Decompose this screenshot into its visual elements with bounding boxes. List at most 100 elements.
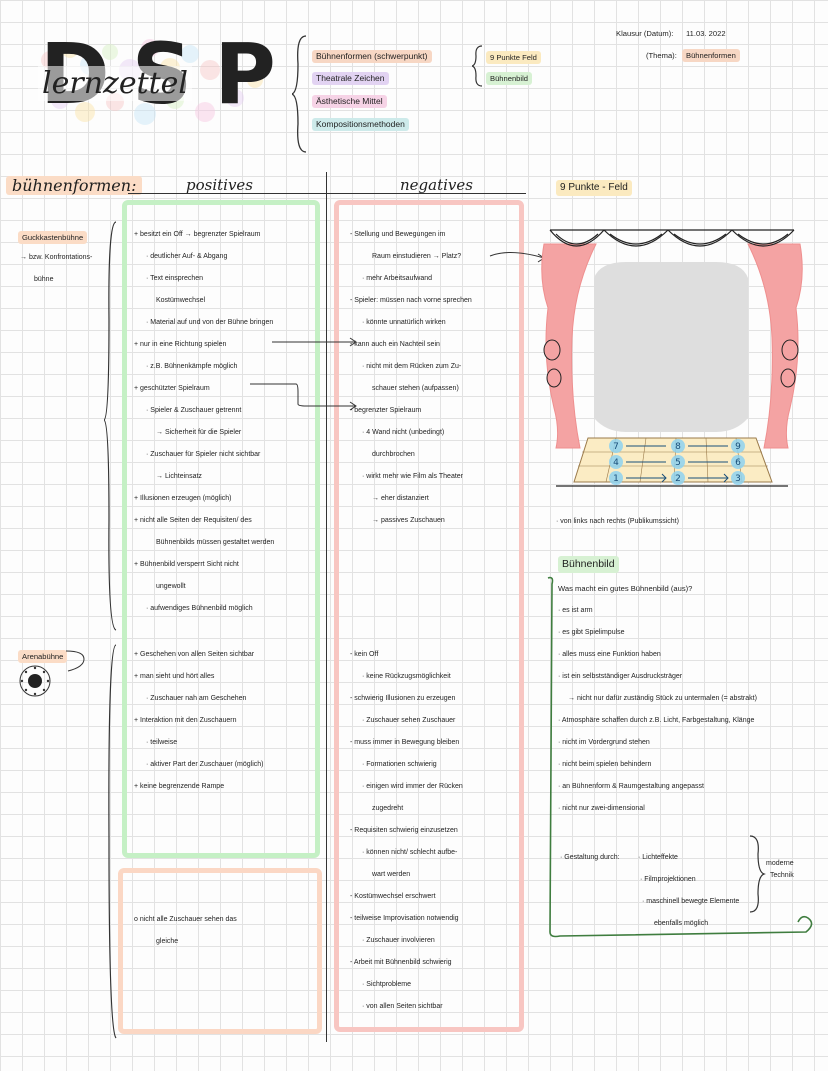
- list-item: · ist ein selbstständiger Ausdrucksträge…: [558, 673, 683, 680]
- left-brackets: [104, 221, 117, 1039]
- connector-arrows: [250, 337, 357, 411]
- list-item: · Formationen schwierig: [362, 761, 437, 768]
- list-item: · mehr Arbeitsaufwand: [362, 275, 433, 282]
- nine-field-caption: · von links nach rechts (Publikumssicht): [556, 518, 679, 525]
- list-item: · Atmosphäre schaffen durch z.B. Licht, …: [558, 717, 755, 724]
- klausur-date: 11.03. 2022: [686, 29, 726, 38]
- list-item: + Bühnenbild versperrt Sicht nicht: [134, 561, 239, 568]
- gestaltung-item: · Filmprojektionen: [640, 876, 696, 883]
- list-item: · nicht mit dem Rücken zum Zu-: [362, 363, 462, 370]
- list-item: · könnte unnatürlich wirken: [362, 319, 446, 326]
- list-item: + nicht alle Seiten der Requisiten/ des: [134, 517, 252, 524]
- guckkasten-alt-2: bühne: [34, 276, 54, 283]
- gestaltung-item: · maschinell bewegte Elemente: [642, 898, 740, 905]
- gestaltung-item: ebenfalls möglich: [654, 920, 709, 927]
- list-item: - Spieler: müssen nach vorne sprechen: [350, 297, 472, 304]
- list-item: - Kostümwechsel erschwert: [350, 893, 436, 900]
- list-item: Kostümwechsel: [156, 297, 206, 304]
- neutral-box: [118, 868, 322, 1034]
- list-item: · wirkt mehr wie Film als Theater: [362, 473, 464, 480]
- list-item: · nicht im Vordergrund stehen: [558, 739, 650, 746]
- nine-field-number: 1: [613, 474, 619, 484]
- list-item: · Zuschauer für Spieler nicht sichtbar: [146, 451, 261, 458]
- thema-value: Bühnenformen: [682, 49, 740, 62]
- list-item: + keine begrenzende Rampe: [134, 783, 225, 790]
- list-item: - Arbeit mit Bühnenbild schwierig: [350, 959, 452, 966]
- list-item: - Requisiten schwierig einzusetzen: [350, 827, 458, 834]
- list-item: · Spieler & Zuschauer getrennt: [146, 407, 242, 414]
- list-item: + man sieht und hört alles: [134, 673, 215, 680]
- list-item: zugedreht: [372, 805, 404, 812]
- list-item: · nicht nur zwei-dimensional: [558, 805, 645, 812]
- list-item: → eher distanziert: [372, 495, 429, 502]
- list-item: · Zuschauer sehen Zuschauer: [362, 717, 456, 724]
- nine-field-number: 3: [735, 474, 741, 484]
- list-item: - teilweise Improvisation notwendig: [350, 915, 459, 922]
- list-item: ungewollt: [156, 583, 186, 590]
- buehnenbild-frame: [547, 576, 813, 938]
- nine-field-number: 6: [735, 458, 741, 468]
- list-item: · nicht beim spielen behindern: [558, 761, 652, 768]
- list-item: + nur in eine Richtung spielen: [134, 341, 227, 348]
- list-item: - begrenzter Spielraum: [350, 407, 422, 414]
- list-item: + Illusionen erzeugen (möglich): [134, 495, 232, 502]
- list-item: · es gibt Spielimpulse: [558, 629, 625, 636]
- nine-field-title: 9 Punkte - Feld: [556, 180, 632, 196]
- list-item: · deutlicher Auf- & Abgang: [146, 253, 228, 260]
- klausur-label: Klausur (Datum):: [616, 29, 674, 38]
- list-item: + Geschehen von allen Seiten sichtbar: [134, 651, 255, 658]
- list-item: · Sichtprobleme: [362, 981, 412, 988]
- section-title: bühnenformen:: [6, 176, 143, 195]
- topic-theatrale-zeichen: Theatrale Zeichen: [312, 72, 389, 85]
- list-item: - Stellung und Bewegungen im: [350, 231, 446, 238]
- list-item: · aktiver Part der Zuschauer (möglich): [146, 761, 264, 768]
- gestaltung-item: · Lichteffekte: [638, 854, 678, 861]
- moderne-technik-2: Technik: [770, 872, 794, 879]
- list-item: gleiche: [156, 938, 179, 945]
- guckkasten-alt-1: → bzw. Konfrontations-: [20, 254, 93, 261]
- list-item: + besitzt ein Off → begrenzter Spielraum: [134, 231, 261, 238]
- list-item: · alles muss eine Funktion haben: [558, 651, 661, 658]
- positives-box: [122, 200, 320, 858]
- list-item: · von allen Seiten sichtbar: [362, 1003, 443, 1010]
- list-item: · keine Rückzugsmöglichkeit: [362, 673, 451, 680]
- list-item: - kann auch ein Nachteil sein: [350, 341, 440, 348]
- gestaltung-brace: [749, 835, 766, 913]
- list-item: · Text einsprechen: [146, 275, 204, 282]
- list-item: + geschützter Spielraum: [134, 385, 210, 392]
- arena-stage-icon: [19, 665, 51, 697]
- list-item: · Zuschauer involvieren: [362, 937, 435, 944]
- nine-field-number: 9: [735, 442, 741, 452]
- moderne-technik-1: moderne: [766, 860, 794, 867]
- buehnenbild-title: Bühnenbild: [558, 556, 619, 573]
- list-item: - kein Off: [350, 651, 379, 658]
- list-item: · an Bühnenform & Raumgestaltung angepas…: [558, 783, 704, 790]
- list-item: · Material auf und von der Bühne bringen: [146, 319, 274, 326]
- arena-arrow: [65, 650, 85, 672]
- nine-field-number: 2: [675, 474, 681, 484]
- topic-buehnenformen: Bühnenformen (schwerpunkt): [312, 50, 432, 63]
- list-item: durchbrochen: [372, 451, 415, 458]
- thema-label: (Thema):: [646, 51, 677, 60]
- list-item: wart werden: [372, 871, 411, 878]
- subtopic-brace: [472, 45, 483, 87]
- heading-rule: [128, 193, 526, 194]
- list-item: · z.B. Bühnenkämpfe möglich: [146, 363, 238, 370]
- nine-field-number: 4: [613, 458, 619, 468]
- subtopic-9-punkte-feld: 9 Punkte Feld: [486, 51, 541, 64]
- nine-field-number: 8: [675, 442, 681, 452]
- topic-aesthetische-mittel: Ästhetische Mittel: [312, 95, 387, 108]
- logo: DSP lernzettel: [30, 25, 276, 130]
- list-item: - schwierig Illusionen zu erzeugen: [350, 695, 456, 702]
- list-item: · 4 Wand nicht (unbedingt): [362, 429, 445, 436]
- gestaltung-label: · Gestaltung durch:: [560, 854, 620, 861]
- logo-script: lernzettel: [38, 66, 193, 101]
- list-item: → passives Zuschauen: [372, 517, 445, 524]
- list-item: · aufwendiges Bühnenbild möglich: [146, 605, 253, 612]
- list-item: - muss immer in Bewegung bleiben: [350, 739, 460, 746]
- topic-kompositionsmethoden: Kompositionsmethoden: [312, 118, 409, 131]
- buehnenbild-question: Was macht ein gutes Bühnenbild (aus)?: [558, 584, 693, 593]
- list-item: schauer stehen (aufpassen): [372, 385, 459, 392]
- list-item: → Lichteinsatz: [156, 473, 202, 480]
